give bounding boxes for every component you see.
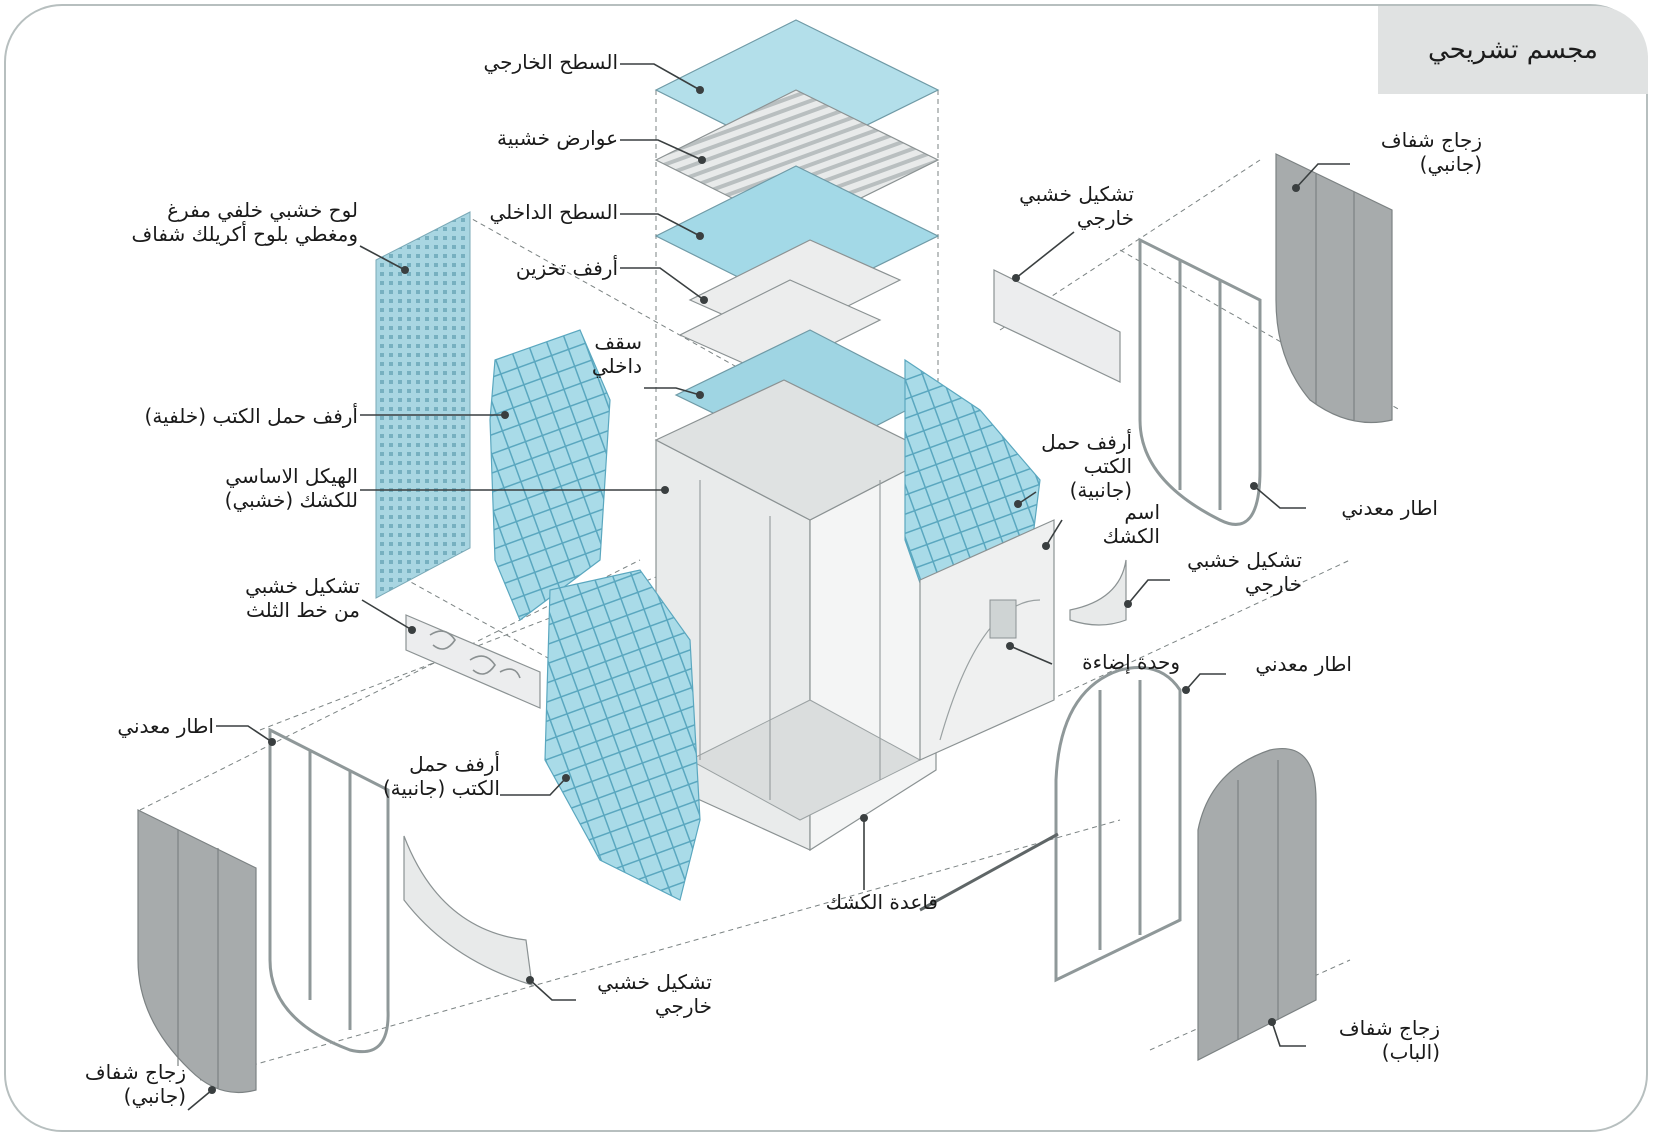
glass-door-panel bbox=[1197, 748, 1317, 1061]
label-glass-door: زجاج شفاف (الباب) bbox=[1338, 1016, 1440, 1064]
wood-external-block-top bbox=[993, 269, 1121, 383]
label-outer-surface: السطح الخارجي bbox=[483, 50, 618, 74]
title-box: مجسم تشريحي bbox=[1378, 6, 1648, 94]
label-metal-frame-door: اطار معدني bbox=[1255, 652, 1352, 676]
metal-frame-top-right bbox=[1138, 237, 1262, 526]
wood-external-curve-right bbox=[1069, 559, 1127, 626]
label-metal-frame-right: اطار معدني bbox=[1341, 496, 1438, 520]
storage-shelves bbox=[678, 239, 902, 376]
kiosk-front-face bbox=[919, 519, 1055, 761]
label-shelves-side-right: أرفف حمل الكتب (جانبية) bbox=[1041, 430, 1132, 502]
glass-side-top-right bbox=[1275, 153, 1393, 424]
leader-lines bbox=[187, 63, 1350, 1111]
label-glass-side-bottom-left: زجاج شفاف (جانبي) bbox=[84, 1060, 186, 1108]
label-metal-frame-left: اطار معدني bbox=[117, 714, 214, 738]
label-shelves-back: أرفف حمل الكتب (خلفية) bbox=[144, 404, 358, 428]
label-shelves-side-left: أرفف حمل الكتب (جانبية) bbox=[382, 752, 500, 800]
label-kiosk-base: قاعدة الكشك bbox=[825, 890, 938, 914]
label-storage-shelves: أرفف تخزين bbox=[515, 256, 618, 280]
label-back-panel: لوح خشبي خلفي مفرغ ومغطي بلوح أكريلك شفا… bbox=[131, 198, 358, 246]
left-side-shelves-grid bbox=[544, 569, 701, 901]
wood-external-curve-bottom bbox=[403, 835, 533, 986]
diagram-title: مجسم تشريحي bbox=[1428, 35, 1598, 65]
label-wooden-beams: عوارض خشبية bbox=[496, 126, 618, 150]
support-rod bbox=[919, 832, 1059, 912]
diagram-frame bbox=[4, 4, 1648, 1132]
label-wood-thuluth: تشكيل خشبي من خط الثلث bbox=[245, 574, 360, 622]
label-lighting-unit: وحدة إضاءة bbox=[1082, 650, 1180, 674]
label-main-structure: الهيكل الاساسي للكشك (خشبي) bbox=[224, 464, 358, 512]
back-perforated-panel bbox=[375, 211, 471, 599]
label-wood-external-bottom: تشكيل خشبي خارجي bbox=[597, 970, 712, 1018]
metal-frame-door bbox=[1054, 666, 1182, 983]
label-inner-surface: السطح الداخلي bbox=[489, 200, 618, 224]
wood-thuluth-block bbox=[405, 614, 541, 709]
metal-frame-bottom-left bbox=[268, 727, 390, 1053]
label-glass-side-top-right: زجاج شفاف (جانبي) bbox=[1380, 128, 1482, 176]
label-inner-ceiling: سقف داخلي bbox=[591, 330, 642, 378]
label-wood-external-right: تشكيل خشبي خارجي bbox=[1187, 548, 1302, 596]
label-wood-external-top: تشكيل خشبي خارجي bbox=[1019, 182, 1134, 230]
label-kiosk-name: اسم الكشك bbox=[1102, 500, 1160, 548]
glass-side-bottom-left bbox=[137, 809, 257, 1094]
